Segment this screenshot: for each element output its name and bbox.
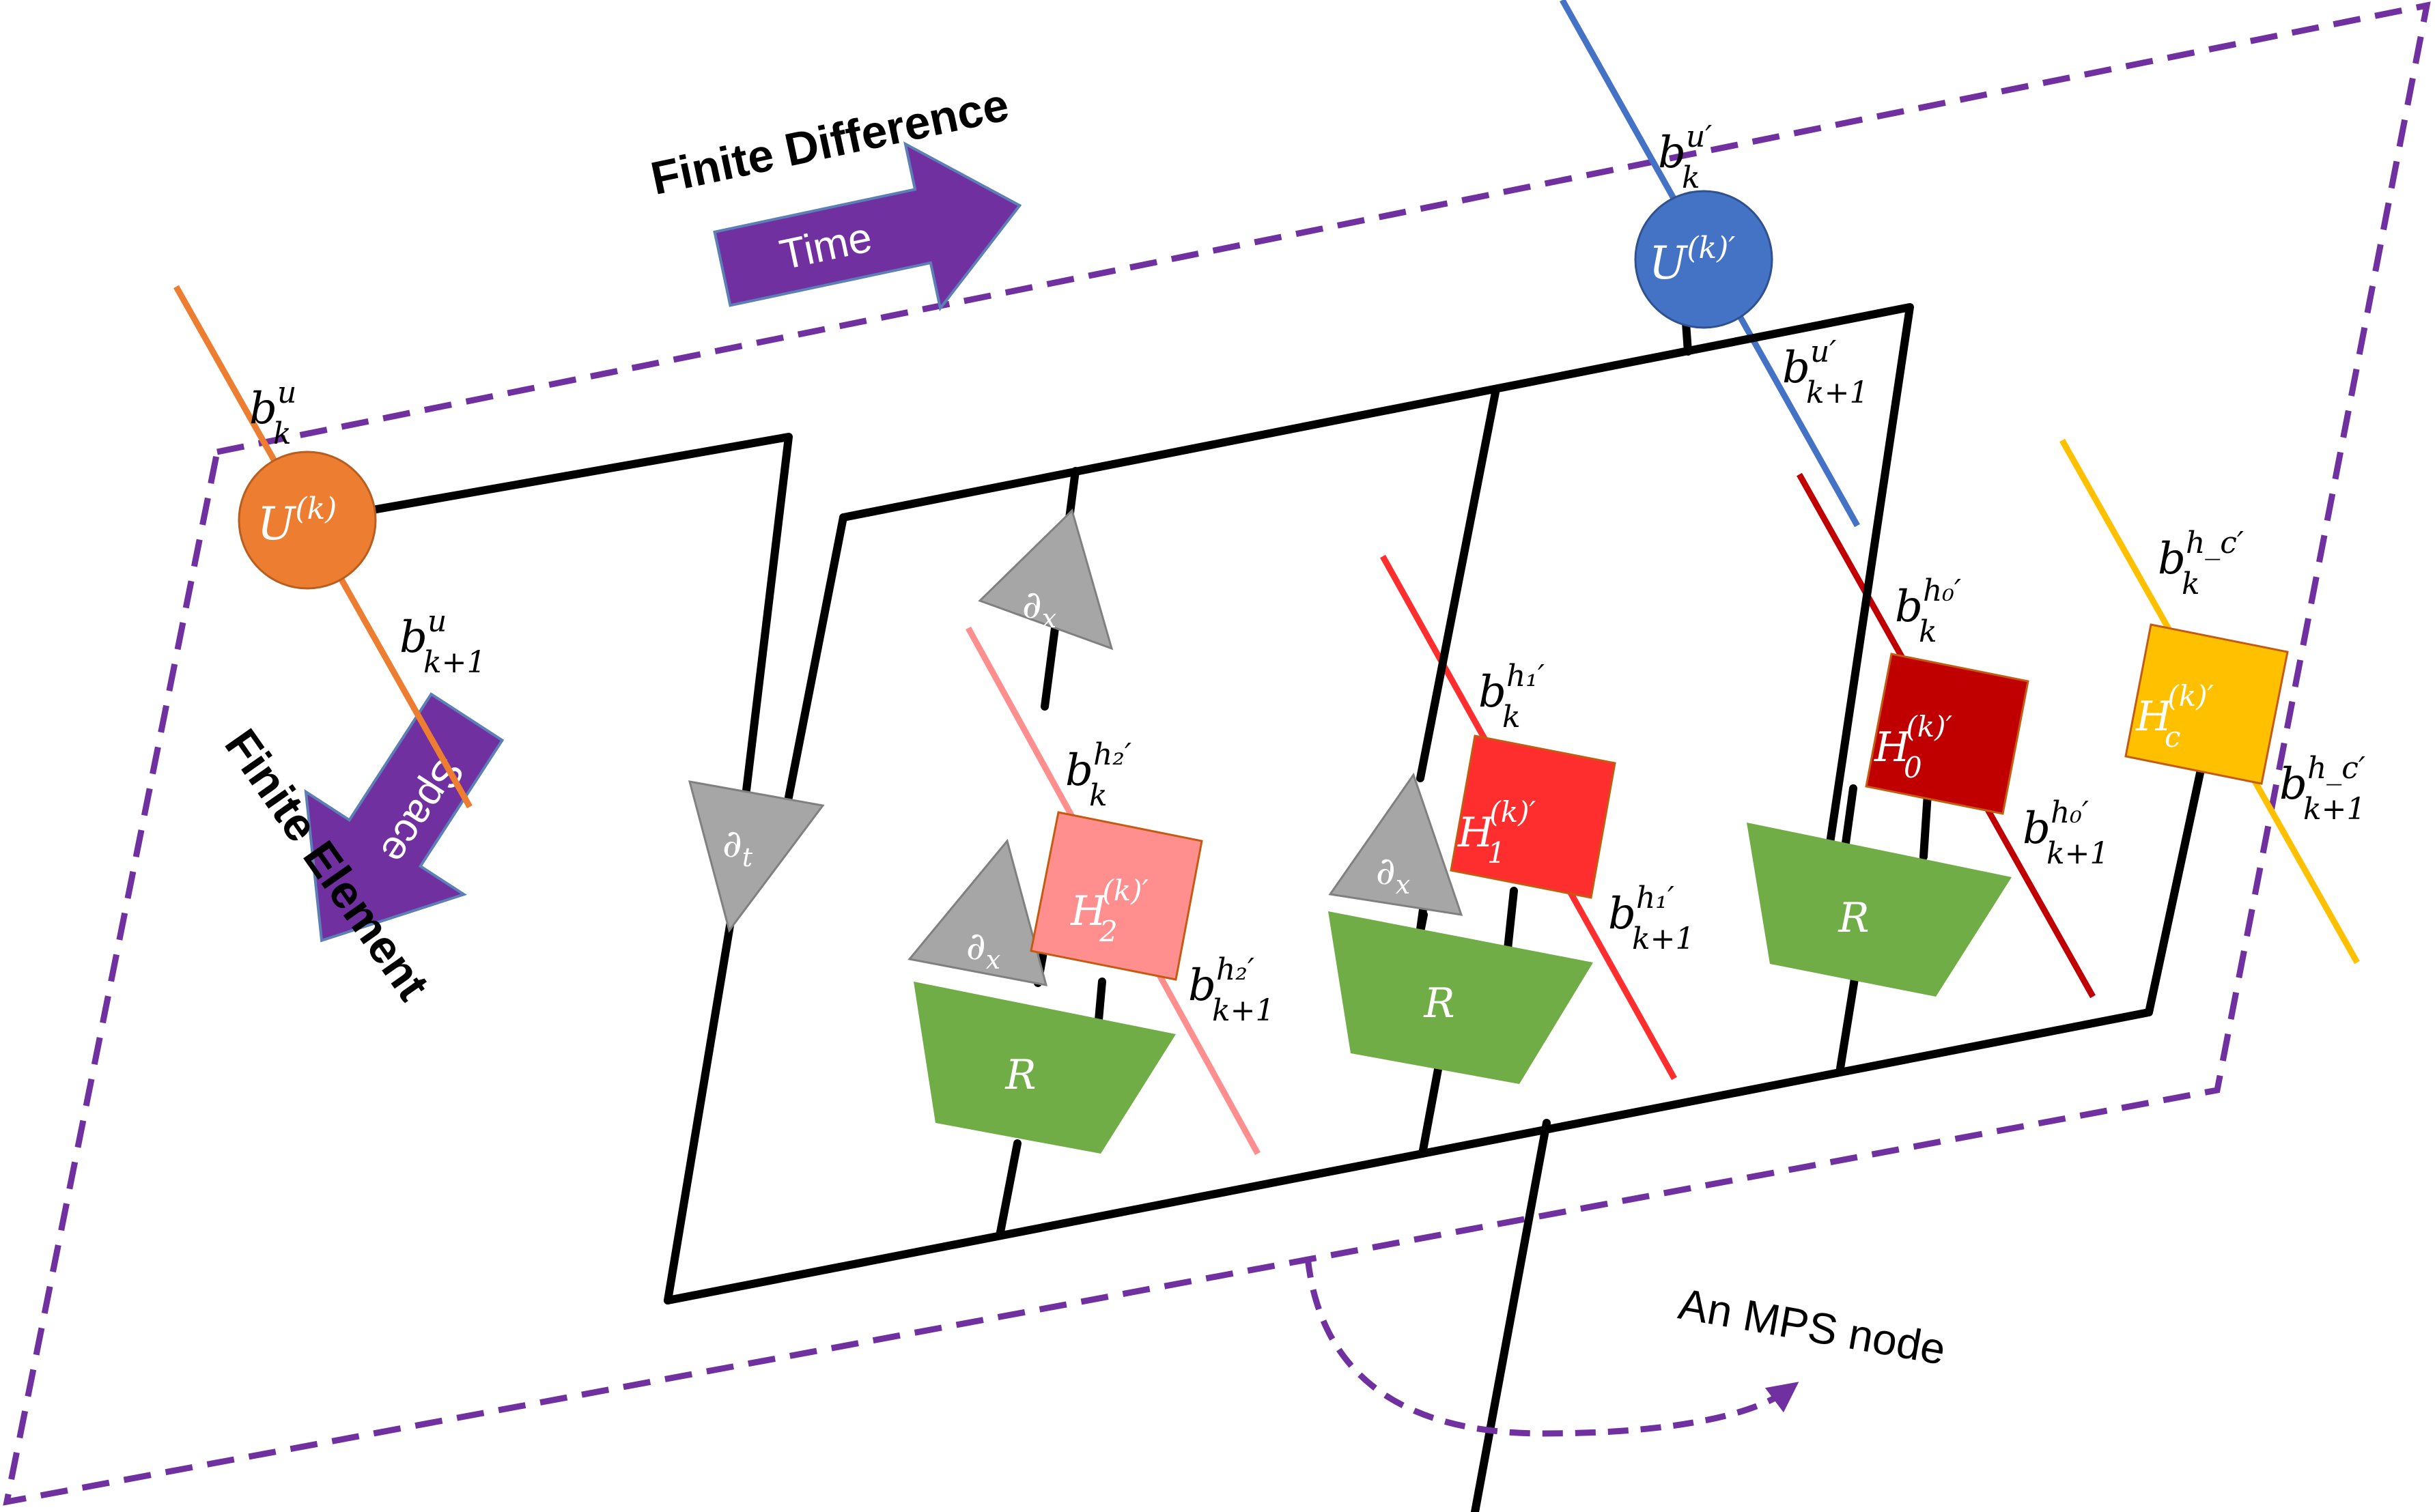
time-arrow: Time: [713, 141, 1022, 312]
bond-label-h0-k: bh₀′k: [1895, 573, 1961, 649]
svg-text:R: R: [1838, 894, 1869, 942]
mps-node-label: An MPS node: [1675, 1279, 1949, 1374]
bond-label-h1-k1: bh₁′k+1: [1608, 881, 1695, 956]
network-bonds: [365, 300, 2210, 1512]
bond-label-u-k1-prime: bu′k+1: [1782, 334, 1869, 410]
svg-text:∂x: ∂x: [1022, 583, 1056, 633]
h0-node: H(k)′0: [1865, 653, 2029, 815]
svg-text:R: R: [1423, 980, 1454, 1027]
mps-boundary: [3, 1, 2431, 1506]
r-node-1: R: [914, 982, 1176, 1154]
dx-node-upper: ∂x: [978, 509, 1114, 651]
bond-label-h0-k1: bh₀′k+1: [2023, 795, 2109, 871]
u-k-node: U(k): [238, 451, 377, 590]
h1-node: H(k)′1: [1450, 734, 1616, 899]
dt-node: ∂t: [688, 780, 825, 933]
u-k-prime-node: U(k)′: [1634, 190, 1773, 329]
bond-label-h1-k: bh₁′k: [1478, 659, 1545, 734]
h2-node: H(k)′2: [1030, 811, 1203, 981]
dx-node-lower: ∂x: [907, 838, 1048, 986]
svg-text:∂x: ∂x: [966, 924, 1000, 975]
svg-text:H(k)′1: H(k)′1: [1457, 795, 1536, 870]
svg-text:∂t: ∂t: [722, 822, 753, 872]
svg-text:U(k): U(k): [257, 491, 337, 550]
svg-text:H(k)′c: H(k)′c: [2135, 679, 2214, 754]
r-node-2: R: [1328, 911, 1593, 1084]
svg-text:H(k)′0: H(k)′0: [1874, 710, 1953, 784]
r-node-3: R: [1747, 823, 2012, 997]
bond-label-hc-k1: bh_c′k+1: [2279, 751, 2366, 827]
bond-label-u-k-prime: bu′k: [1658, 119, 1712, 195]
bond-label-h2-k: bh₂′k: [1065, 737, 1131, 813]
hc-node: H(k)′c: [2124, 623, 2289, 785]
dx-node-middle: ∂x: [1328, 772, 1463, 916]
svg-text:U(k)′: U(k)′: [1649, 231, 1736, 289]
bond-label-h2-k1: bh₂′k+1: [1188, 952, 1275, 1028]
svg-text:H(k)′2: H(k)′2: [1070, 874, 1149, 948]
mps-pointer-arrow: [1304, 1257, 1799, 1437]
svg-text:∂x: ∂x: [1376, 849, 1410, 900]
bond-label-hc-k: bh_c′k: [2158, 526, 2244, 601]
svg-text:R: R: [1004, 1051, 1036, 1099]
